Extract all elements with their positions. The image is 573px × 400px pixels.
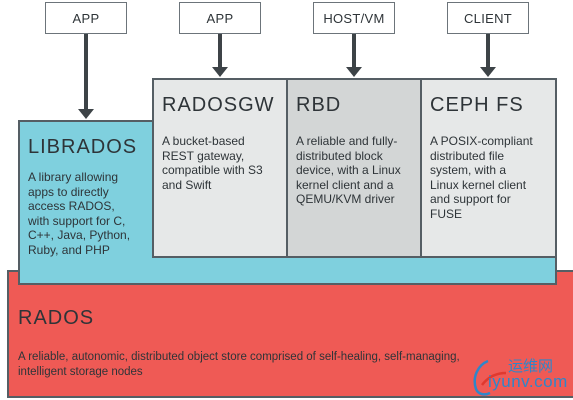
watermark-logo xyxy=(473,359,507,396)
rbd-box xyxy=(286,78,422,258)
rados-description: A reliable, autonomic, distributed objec… xyxy=(18,351,460,378)
app-entry-left: APP xyxy=(45,2,127,34)
rbd-description: A reliable and fully- distributed block … xyxy=(296,134,401,206)
radosgw-title: RADOSGW xyxy=(162,94,275,116)
client-entry: CLIENT xyxy=(447,2,529,34)
app-entry-right: APP xyxy=(179,2,261,34)
watermark-text-cn: 运维网 xyxy=(508,358,554,375)
cephfs-description: A POSIX-compliant distributed file syste… xyxy=(430,134,533,221)
radosgw-box xyxy=(152,78,288,258)
librados-description: A library allowing apps to directly acce… xyxy=(28,170,131,257)
rados-title: RADOS xyxy=(18,307,95,329)
host-vm-entry: HOST/VM xyxy=(313,2,395,34)
cephfs-title: CEPH FS xyxy=(430,94,524,116)
rbd-title: RBD xyxy=(296,94,342,116)
watermark-text-url: iyunv.com xyxy=(488,372,568,391)
librados-title: LIBRADOS xyxy=(28,136,138,158)
radosgw-description: A bucket-based REST gateway, compatible … xyxy=(162,134,263,192)
cephfs-box xyxy=(420,78,557,258)
